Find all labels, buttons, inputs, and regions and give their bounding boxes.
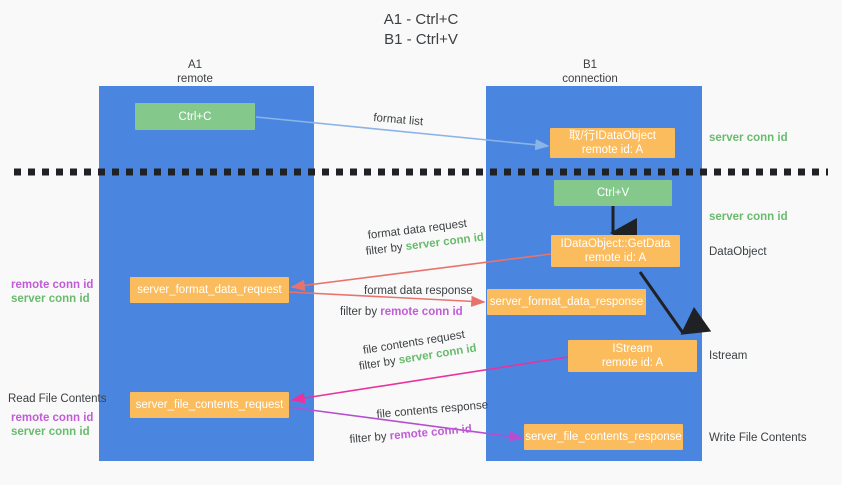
node-server-format-data-request-label: server_format_data_request [137, 284, 282, 296]
column-header-a1: A1 remote [135, 58, 255, 86]
left-label-read-file-contents: Read File Contents [8, 393, 107, 405]
right-label-dataobject: DataObject [709, 246, 767, 258]
node-ctrl-c-label: Ctrl+C [178, 110, 212, 123]
node-idataobject[interactable]: 取/行IDataObject remote id: A [550, 128, 675, 158]
node-idataobject-line2: remote id: A [581, 144, 644, 156]
node-ctrl-v[interactable]: Ctrl+V [554, 180, 672, 206]
node-idataobject-line1: 取/行IDataObject [569, 130, 656, 142]
left-label-server-conn-id-2: server conn id [11, 426, 90, 438]
right-label-istream: Istream [709, 350, 748, 362]
filter-prefix-1: filter by [365, 241, 407, 258]
node-server-format-data-request[interactable]: server_format_data_request [130, 277, 289, 303]
column-b1-name: B1 [582, 59, 598, 71]
node-istream-line2: remote id: A [601, 357, 664, 369]
right-label-write-file-contents: Write File Contents [709, 432, 807, 444]
node-ctrl-c[interactable]: Ctrl+C [135, 103, 255, 130]
edge-label-file-contents-response: file contents response [376, 399, 489, 421]
column-header-b1: B1 connection [530, 58, 650, 86]
edge-label-format-list: format list [372, 111, 424, 129]
right-label-server-conn-id-2: server conn id [709, 211, 788, 223]
right-label-server-conn-id-1: server conn id [709, 132, 788, 144]
node-istream[interactable]: IStream remote id: A [568, 340, 697, 372]
node-idataobject-getdata[interactable]: IDataObject::GetData remote id: A [551, 235, 680, 267]
edge-label-file-contents-response-filter: filter by remote conn id [349, 422, 473, 448]
title-line-1: A1 - Ctrl+C [383, 11, 459, 28]
filter-value-remote-conn-id-2: remote conn id [389, 423, 473, 443]
left-label-server-conn-id-1: server conn id [11, 293, 90, 305]
node-getdata-line1: IDataObject::GetData [560, 238, 671, 250]
left-label-remote-conn-id-2: remote conn id [11, 412, 94, 424]
column-b1-sub: connection [562, 73, 618, 85]
column-a1-sub: remote [177, 73, 213, 85]
filter-value-remote-conn-id-1: remote conn id [380, 306, 463, 318]
edge-label-format-data-response-filter: filter by remote conn id [340, 305, 463, 320]
filter-prefix-2: filter by [340, 306, 381, 318]
node-server-file-contents-request[interactable]: server_file_contents_request [130, 392, 289, 418]
page-title: A1 - Ctrl+C B1 - Ctrl+V [0, 10, 842, 50]
node-getdata-line2: remote id: A [584, 252, 647, 264]
title-line-2: B1 - Ctrl+V [384, 31, 458, 48]
column-a1-name: A1 [187, 59, 203, 71]
node-server-file-contents-response-label: server_file_contents_response [525, 431, 682, 443]
edge-label-format-data-response: format data response [364, 285, 473, 297]
node-server-file-contents-request-label: server_file_contents_request [135, 399, 284, 411]
node-server-file-contents-response[interactable]: server_file_contents_response [524, 424, 683, 450]
filter-prefix-4: filter by [349, 430, 391, 446]
node-istream-line1: IStream [612, 343, 653, 355]
node-server-format-data-response-label: server_format_data_response [489, 296, 644, 308]
node-ctrl-v-label: Ctrl+V [596, 187, 630, 199]
node-server-format-data-response[interactable]: server_format_data_response [487, 289, 646, 315]
left-label-remote-conn-id-1: remote conn id [11, 279, 94, 291]
